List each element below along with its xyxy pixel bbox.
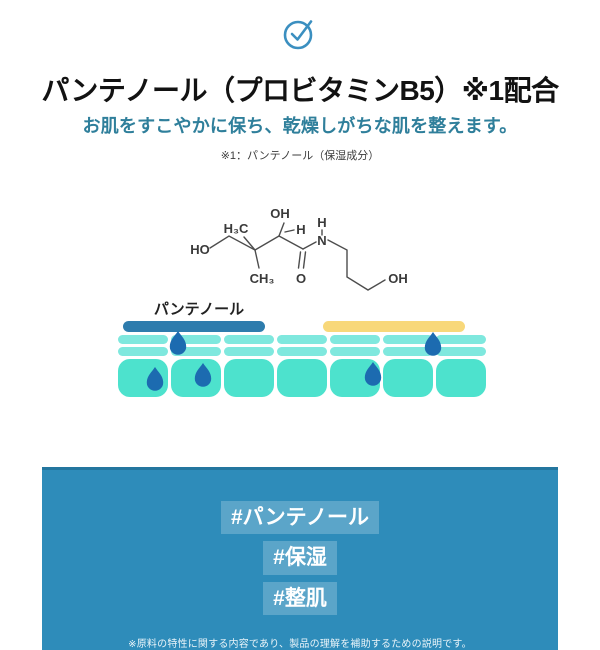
atom-label-h3c: H₃C xyxy=(224,221,249,236)
panthenol-film-bar xyxy=(123,321,265,332)
hashtag-skin-conditioning: #整肌 xyxy=(263,581,337,615)
skin-moisture-illustration: パンテノール xyxy=(118,301,486,397)
subtitle: お肌をすこやかに保ち、乾燥しがちな肌を整えます。 xyxy=(82,116,518,136)
skin-cells xyxy=(118,359,486,397)
skin-illustration-area: パンテノール xyxy=(0,299,600,399)
bond-c-o-double-2 xyxy=(302,251,307,269)
atom-label-ch3: CH₃ xyxy=(250,271,275,286)
hashtag-moisturizing: #保湿 xyxy=(263,541,337,575)
bond-ch-h-stereo xyxy=(284,229,295,233)
bond-ho-chain xyxy=(209,235,256,251)
bond-n-propanol-chain xyxy=(327,239,386,291)
molecule-diagram-area: OH H₃C H H N HO CH₃ O OH xyxy=(0,199,600,299)
atom-label-o-carbonyl: O xyxy=(296,271,306,286)
clock-check-icon xyxy=(283,20,313,50)
bond-ch-oh xyxy=(278,222,285,237)
atom-label-ho-left: HO xyxy=(190,242,210,257)
header-icon-area xyxy=(0,0,600,57)
footnote-reference: ※1：パンテノール（保湿成分） xyxy=(220,150,380,162)
bond-c-o-double-1 xyxy=(297,251,302,269)
droplet-icon xyxy=(169,331,187,355)
disclaimer-text: ※原料の特性に関する内容であり、製品の理解を補助するための説明です。 xyxy=(128,638,472,650)
hashtag-panel: #パンテノール #保湿 #整肌 ※原料の特性に関する内容であり、製品の理解を補助… xyxy=(42,467,558,650)
atom-label-oh-right: OH xyxy=(388,271,408,286)
hashtag-panthenol: #パンテノール xyxy=(220,501,380,535)
atom-label-oh-top: OH xyxy=(270,206,290,221)
skin-surface-layers xyxy=(118,335,486,356)
bond-c-h3c xyxy=(243,236,256,251)
illustration-label: パンテノール xyxy=(154,301,244,318)
page-title: パンテノール（プロビタミンB5）※1配合 xyxy=(41,75,559,106)
atom-label-h-stereo: H xyxy=(296,222,305,237)
bond-c-ch3 xyxy=(254,249,260,269)
panthenol-molecule-diagram: OH H₃C H H N HO CH₃ O OH xyxy=(190,206,408,291)
bond-carbonyl-n xyxy=(302,241,317,250)
atom-label-h-amide: H xyxy=(317,215,326,230)
bond-c-ch xyxy=(254,235,280,251)
yellow-film-bar xyxy=(323,321,465,332)
atom-label-n: N xyxy=(317,233,326,248)
bond-ch-carbonyl xyxy=(278,235,304,250)
